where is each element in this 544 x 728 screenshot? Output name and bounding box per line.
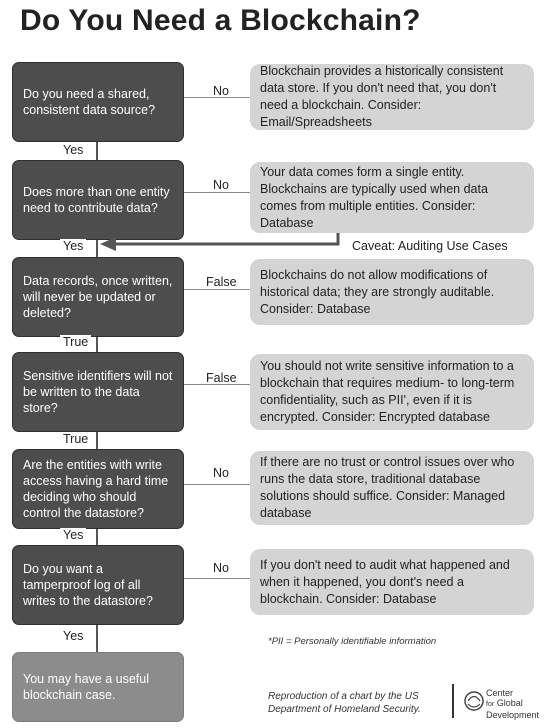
question-box-1: Do you need a shared, consistent data so… bbox=[12, 62, 184, 142]
logo-line-2-text: Global bbox=[496, 698, 523, 708]
final-text: You may have a useful blockchain case. bbox=[23, 672, 150, 702]
negative-label-3: False bbox=[206, 275, 237, 289]
attribution-line-2: Department of Homeland Security. bbox=[268, 704, 421, 715]
question-box-2: Does more than one entity need to contri… bbox=[12, 160, 184, 240]
logo-line-1: Center bbox=[486, 688, 514, 698]
outcome-box-6: If you don't need to audit what happened… bbox=[250, 549, 534, 615]
attribution-divider bbox=[452, 684, 454, 718]
connector-6 bbox=[184, 578, 250, 579]
outcome-text-4: You should not write sensitive informati… bbox=[260, 359, 515, 424]
question-text-6: Do you want a tamperproof log of all wri… bbox=[23, 562, 153, 608]
outcome-box-2: Your data comes form a single entity. Bl… bbox=[250, 162, 534, 233]
positive-label-3: True bbox=[60, 335, 92, 349]
connector-1 bbox=[184, 97, 250, 98]
cgd-logo-icon bbox=[464, 691, 484, 711]
attribution-line-1: Reproduction of a chart by the US bbox=[268, 691, 419, 702]
logo-line-2: for Global bbox=[486, 698, 539, 710]
question-text-5: Are the entities with write access havin… bbox=[23, 458, 169, 520]
connector-5 bbox=[184, 484, 250, 485]
outcome-text-5: If there are no trust or control issues … bbox=[260, 455, 515, 520]
question-text-1: Do you need a shared, consistent data so… bbox=[23, 87, 156, 117]
connector-2 bbox=[184, 192, 250, 193]
outcome-box-1: Blockchain provides a historically consi… bbox=[250, 64, 534, 130]
question-box-6: Do you want a tamperproof log of all wri… bbox=[12, 545, 184, 625]
negative-label-4: False bbox=[206, 371, 237, 385]
question-box-5: Are the entities with write access havin… bbox=[12, 449, 184, 529]
negative-label-6: No bbox=[213, 561, 229, 575]
negative-label-2: No bbox=[213, 178, 229, 192]
caveat-label: Caveat: Auditing Use Cases bbox=[352, 239, 508, 253]
question-box-3: Data records, once written, will never b… bbox=[12, 257, 184, 337]
outcome-box-3: Blockchains do not allow modifications o… bbox=[250, 259, 534, 325]
page-title: Do You Need a Blockchain? bbox=[20, 4, 421, 37]
positive-label-4: True bbox=[60, 432, 92, 446]
outcome-box-4: You should not write sensitive informati… bbox=[250, 354, 534, 430]
connector-3 bbox=[184, 289, 250, 290]
outcome-text-3: Blockchains do not allow modifications o… bbox=[260, 267, 495, 316]
positive-label-6: Yes bbox=[60, 629, 87, 643]
negative-label-1: No bbox=[213, 84, 229, 98]
footnote: *PII = Personally identifiable informati… bbox=[268, 636, 437, 647]
logo-prefix: for bbox=[486, 701, 495, 708]
outcome-text-2: Your data comes form a single entity. Bl… bbox=[260, 164, 488, 230]
outcome-text-1: Blockchain provides a historically consi… bbox=[260, 64, 504, 129]
final-box: You may have a useful blockchain case. bbox=[12, 652, 184, 722]
question-text-4: Sensitive identifiers will not be writte… bbox=[23, 369, 173, 415]
positive-label-5: Yes bbox=[60, 528, 87, 542]
outcome-box-5: If there are no trust or control issues … bbox=[250, 451, 534, 525]
outcome-text-6: If you don't need to audit what happened… bbox=[260, 557, 510, 606]
positive-label-1: Yes bbox=[60, 143, 87, 157]
connector-4 bbox=[184, 384, 250, 385]
positive-label-2: Yes bbox=[60, 239, 87, 253]
question-box-4: Sensitive identifiers will not be writte… bbox=[12, 352, 184, 432]
question-text-3: Data records, once written, will never b… bbox=[23, 274, 173, 320]
question-text-2: Does more than one entity need to contri… bbox=[23, 185, 170, 215]
negative-label-5: No bbox=[213, 466, 229, 480]
cgd-logo-text: Center for Global Development bbox=[486, 688, 539, 720]
attribution: Reproduction of a chart by the US Depart… bbox=[268, 690, 448, 716]
logo-line-3: Development bbox=[486, 710, 540, 720]
